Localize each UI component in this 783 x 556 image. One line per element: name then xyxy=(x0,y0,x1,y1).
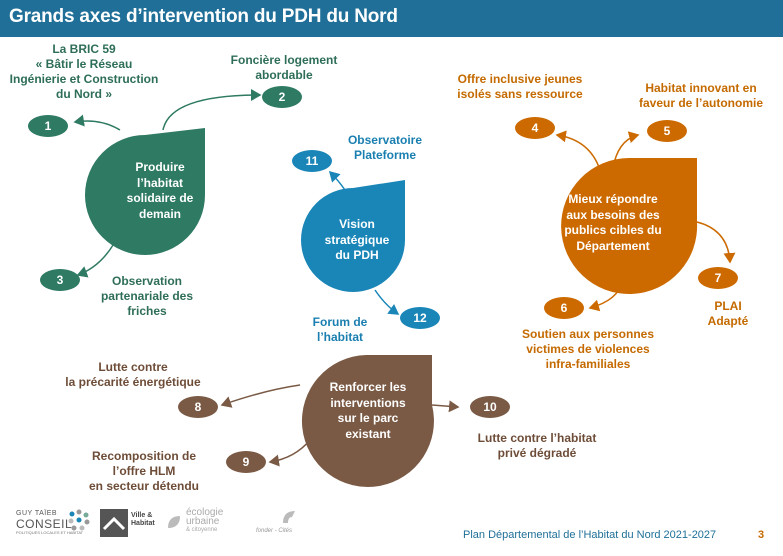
dots-icon xyxy=(68,509,90,531)
action-8-text: Lutte contre la précarité énergétique xyxy=(65,360,201,389)
badge-7-num: 7 xyxy=(714,271,722,285)
blob-vision xyxy=(301,180,405,292)
badge-1 xyxy=(28,115,68,137)
arrow-to-4 xyxy=(555,130,601,171)
badge-9-num: 9 xyxy=(242,455,250,469)
action-2-text: Foncière logement abordable xyxy=(230,53,338,82)
action-7-text: PLAI Adapté xyxy=(707,299,749,328)
axis-label-produire: Produire l’habitat solidaire de demain xyxy=(126,160,194,221)
badge-1-num: 1 xyxy=(44,119,52,133)
badge-6 xyxy=(544,297,584,319)
axis-label-vision: Vision stratégique du PDH xyxy=(324,217,390,262)
badge-10 xyxy=(470,396,510,418)
badge-8-num: 8 xyxy=(194,400,202,414)
logo-ecologie-urbaine: écologie urbaine & citoyenne xyxy=(166,508,246,538)
action-5-text: Habitat innovant en faveur de l’autonomi… xyxy=(638,81,764,110)
arrow-to-6 xyxy=(588,281,623,312)
axis-label-parc: Renforcer les interventions sur le parc … xyxy=(329,380,407,441)
arrow-to-1 xyxy=(73,114,121,131)
badge-11-num: 11 xyxy=(305,154,319,168)
house-icon xyxy=(100,509,128,537)
arrow-to-2 xyxy=(162,89,262,131)
badge-10-num: 10 xyxy=(483,400,497,414)
badge-4 xyxy=(515,117,555,139)
badge-6-num: 6 xyxy=(560,301,568,315)
arrow-to-7 xyxy=(696,221,736,264)
page-title: Grands axes d’intervention du PDH du Nor… xyxy=(9,6,398,27)
action-11-text: Observatoire Plateforme xyxy=(347,133,423,162)
logo-guy-taieb-conseil: GUY TAÏEB CONSEIL POLITIQUES LOCALES ET … xyxy=(6,508,94,538)
action-6-text: Soutien aux personnes victimes de violen… xyxy=(521,327,655,371)
badge-2-num: 2 xyxy=(278,90,286,104)
action-3-text: Observation partenariale des friches xyxy=(100,274,194,318)
badge-5-num: 5 xyxy=(663,124,671,138)
arrow-to-10 xyxy=(431,400,460,413)
badge-7 xyxy=(698,267,738,289)
leaf-icon xyxy=(166,514,182,530)
logo-fonder-cite: fonder - Cités xyxy=(256,508,326,538)
action-10-text: Lutte contre l’habitat privé dégradé xyxy=(477,431,597,460)
badge-11 xyxy=(292,150,332,172)
header-bar: Grands axes d’intervention du PDH du Nor… xyxy=(0,0,783,37)
action-12-text: Forum de l’habitat xyxy=(312,315,368,344)
badge-12-num: 12 xyxy=(413,311,427,325)
badge-4-num: 4 xyxy=(531,121,539,135)
blob-besoins xyxy=(561,158,698,294)
arrow-to-3 xyxy=(76,231,121,278)
badge-3 xyxy=(40,269,80,291)
arrow-to-5 xyxy=(612,131,640,169)
badge-12 xyxy=(400,307,440,329)
axis-label-besoins: Mieux répondre aux besoins des publics c… xyxy=(564,192,662,253)
badge-2 xyxy=(262,86,302,108)
action-1-text: La BRIC 59 « Bâtir le Réseau Ingénierie … xyxy=(9,42,159,101)
arrow-to-12 xyxy=(374,289,400,315)
badge-9 xyxy=(226,451,266,473)
arrow-to-8 xyxy=(220,384,301,408)
blob-produire xyxy=(85,128,205,255)
arrow-to-11 xyxy=(328,170,346,191)
action-9-text: Recomposition de l’offre HLM en secteur … xyxy=(88,449,200,493)
badge-8 xyxy=(178,396,218,418)
arrow-to-9 xyxy=(268,439,311,467)
blob-parc xyxy=(301,355,434,487)
footer-plan-title: Plan Départemental de l’Habitat du Nord … xyxy=(463,529,717,541)
badge-5 xyxy=(647,120,687,142)
page-number: 3 xyxy=(758,529,765,541)
fc-icon xyxy=(280,508,300,526)
action-4-text: Offre inclusive jeunes isolés sans resso… xyxy=(457,72,583,101)
badge-3-num: 3 xyxy=(56,273,64,287)
logo-ville-habitat: Ville & Habitat xyxy=(100,508,160,538)
